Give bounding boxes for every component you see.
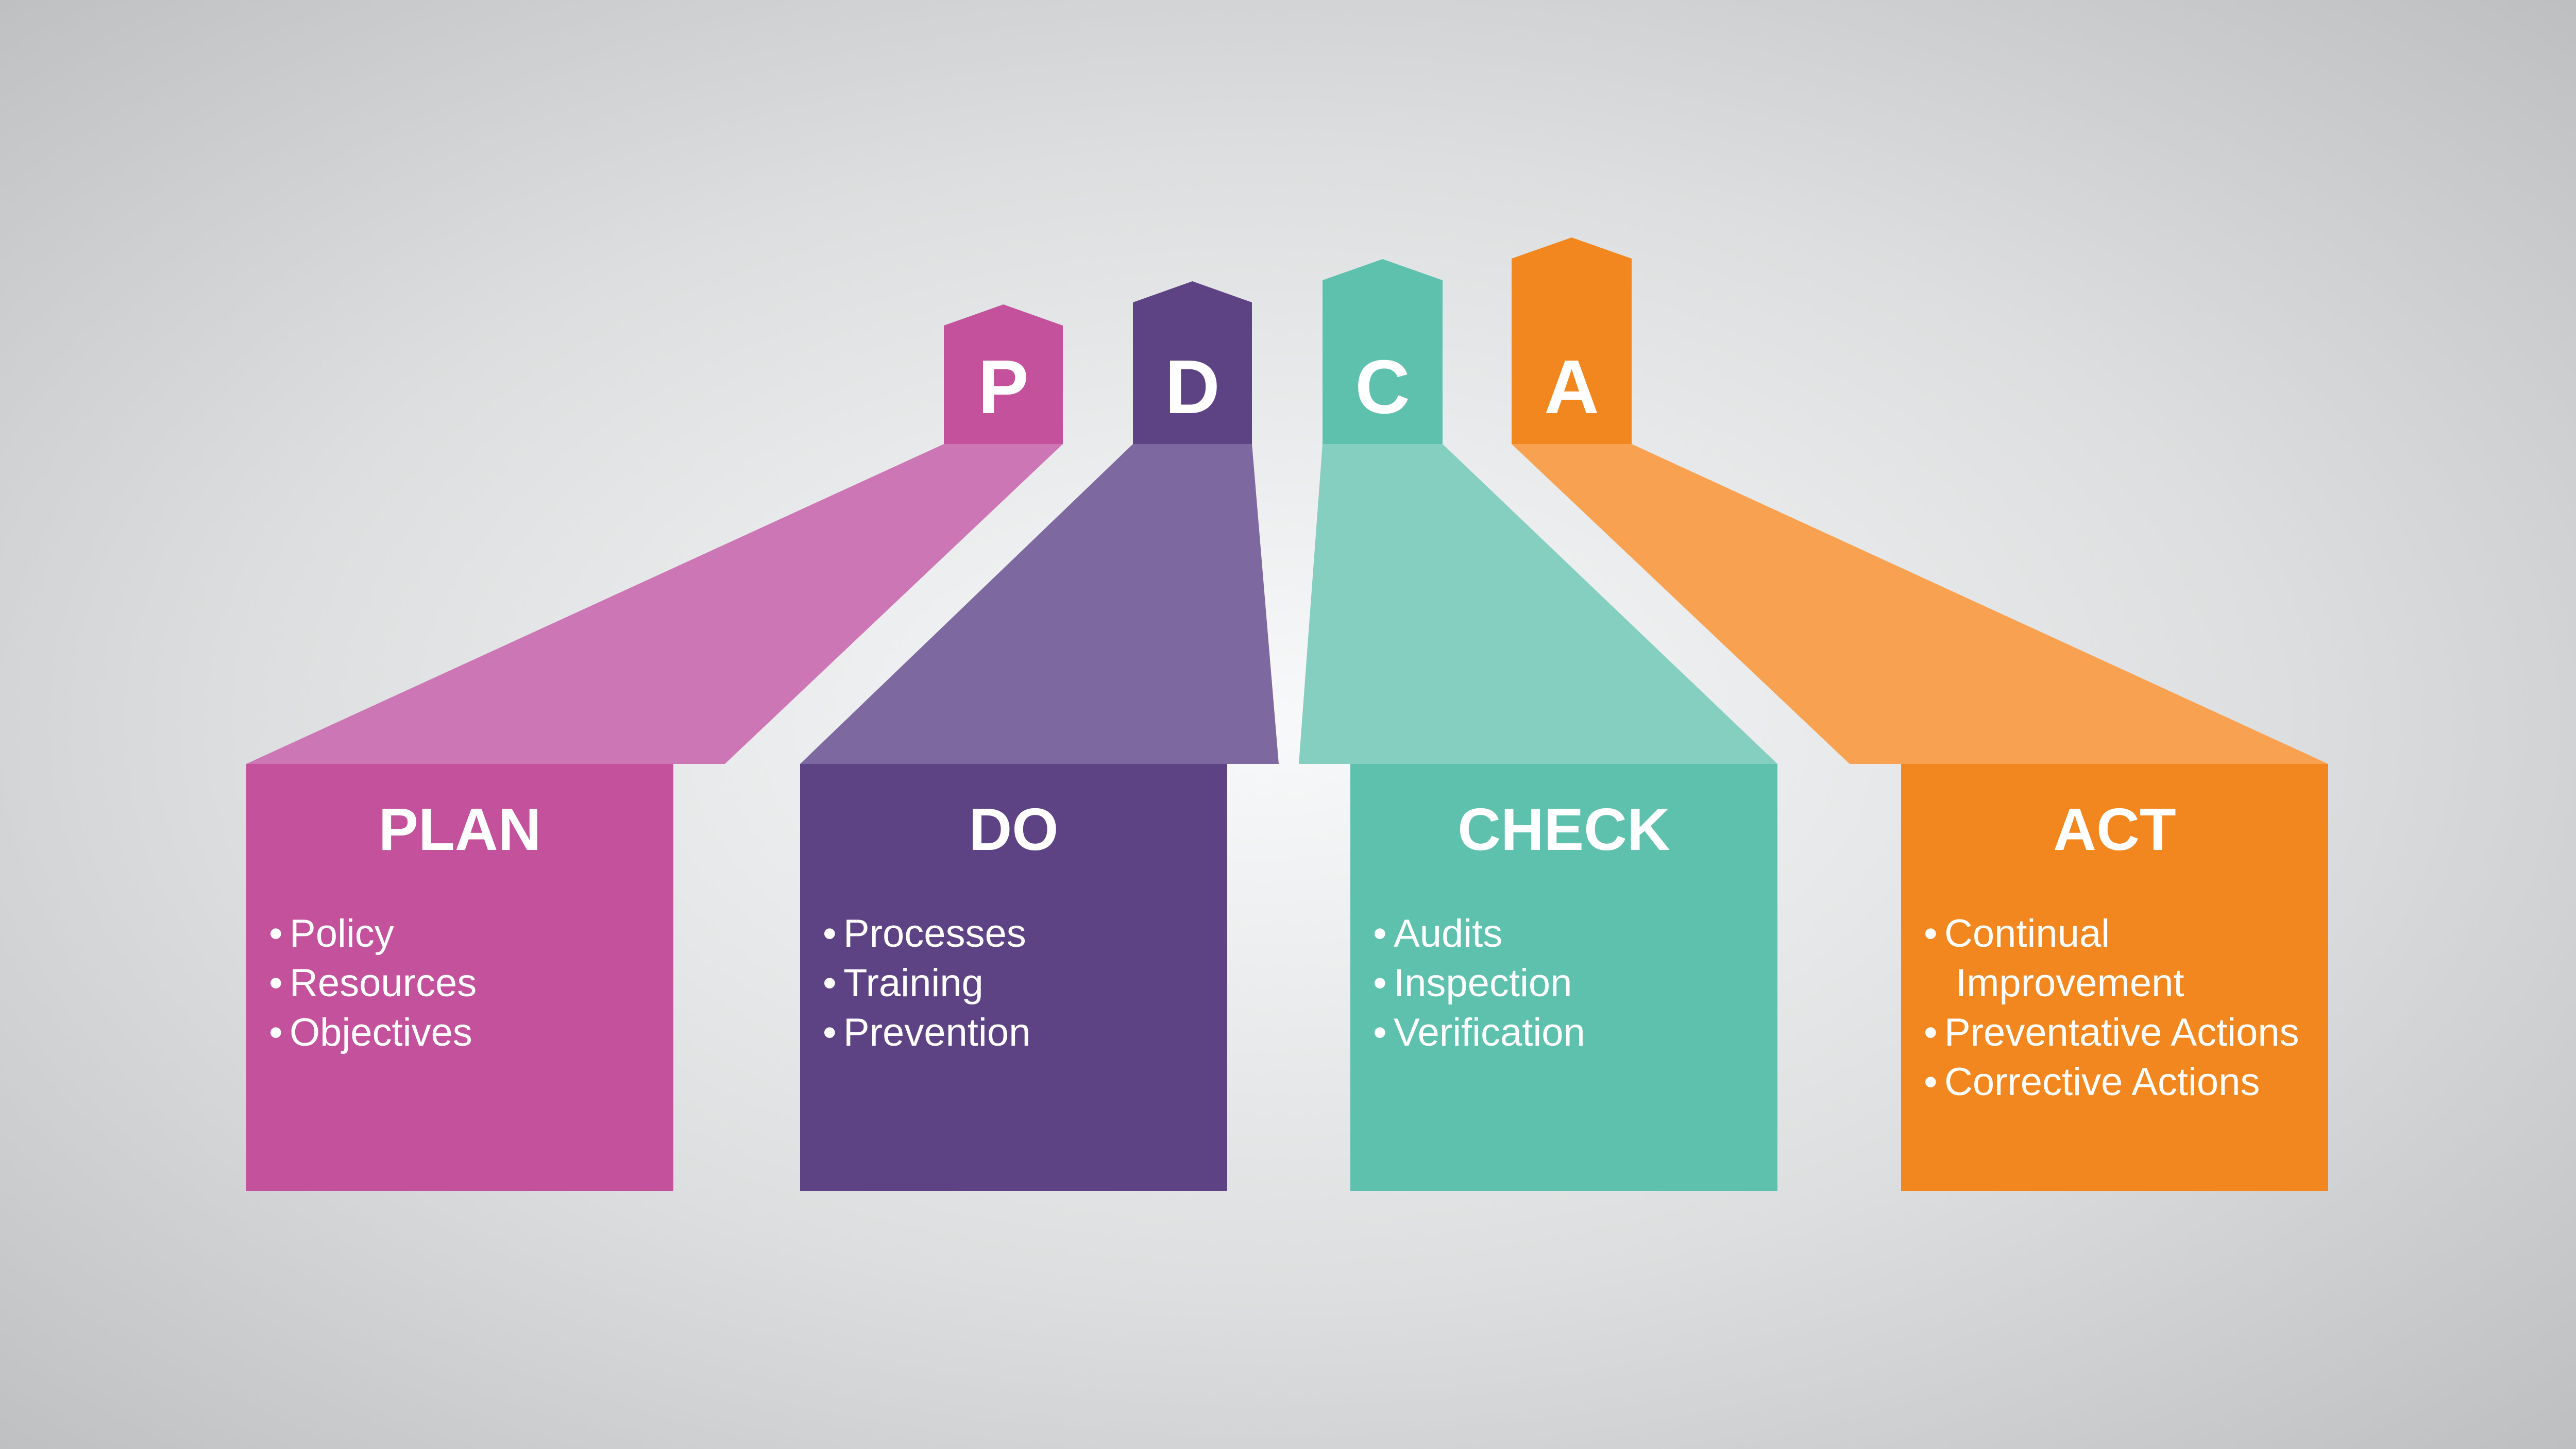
step-plan: P PLAN • Policy • Resources • Objectives [246, 304, 1063, 1191]
do-item-training: Training [843, 961, 984, 1005]
plan-marker-letter: P [978, 345, 1029, 430]
plan-item-objectives: Objectives [290, 1011, 472, 1054]
bullet-dot: • [1373, 1011, 1387, 1054]
bullet-dot: • [269, 1011, 283, 1054]
check-box [1350, 764, 1777, 1191]
act-item-preventative-actions: Preventative Actions [1944, 1011, 2299, 1054]
do-box [800, 764, 1227, 1191]
step-check: C CHECK • Audits • Inspection • Verifica… [1299, 259, 1777, 1191]
check-item-verification: Verification [1394, 1011, 1585, 1054]
do-beam-ribbon [800, 444, 1279, 764]
do-box-title: DO [969, 796, 1059, 863]
bullet-dot: • [269, 912, 283, 956]
bullet-dot: • [823, 961, 837, 1005]
do-item-prevention: Prevention [843, 1011, 1030, 1054]
bullet-dot: • [1924, 912, 1938, 956]
check-marker [1323, 259, 1443, 444]
act-beam-ribbon [1512, 444, 2328, 764]
act-marker [1512, 237, 1632, 444]
bullet-dot: • [1373, 912, 1387, 956]
plan-marker [944, 304, 1063, 444]
do-marker [1133, 281, 1252, 444]
plan-box [246, 764, 673, 1191]
bullet-dot: • [1924, 1011, 1938, 1054]
bullet-dot: • [823, 912, 837, 956]
plan-item-policy: Policy [290, 912, 394, 956]
bullet-dot: • [1924, 1060, 1938, 1104]
act-item-corrective-actions: Corrective Actions [1944, 1060, 2260, 1104]
plan-item-resources: Resources [290, 961, 477, 1005]
act-box-title: ACT [2053, 796, 2176, 863]
act-box [1901, 764, 2328, 1191]
act-item-improvement: Improvement [1956, 961, 2184, 1005]
do-marker-letter: D [1165, 345, 1220, 430]
bullet-dot: • [269, 961, 283, 1005]
check-box-title: CHECK [1458, 796, 1670, 863]
bullet-dot: • [1373, 961, 1387, 1005]
check-beam-ribbon [1299, 444, 1777, 764]
act-item-continual: Continual [1944, 912, 2110, 956]
act-marker-letter: A [1544, 345, 1599, 430]
bullet-dot: • [823, 1011, 837, 1054]
check-item-audits: Audits [1394, 912, 1502, 956]
plan-box-title: PLAN [379, 796, 541, 863]
step-act: A ACT • Continual Improvement • Preventa… [1512, 237, 2328, 1191]
check-item-inspection: Inspection [1394, 961, 1572, 1005]
do-item-processes: Processes [843, 912, 1026, 956]
step-do: D DO • Processes • Training • Prevention [800, 281, 1279, 1191]
check-marker-letter: C [1355, 345, 1410, 430]
plan-beam-ribbon [246, 444, 1063, 764]
